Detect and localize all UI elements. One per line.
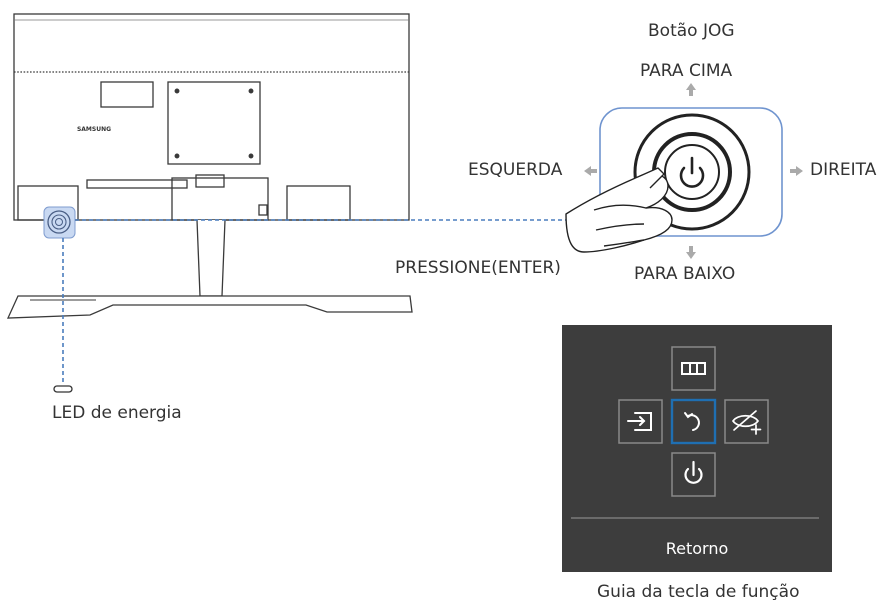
eye-saver-icon xyxy=(731,410,762,435)
function-guide-caption: Guia da tecla de função xyxy=(597,582,800,602)
arrow-down-icon xyxy=(686,246,696,259)
monitor-stand xyxy=(6,219,413,319)
jog-up-label: PARA CIMA xyxy=(640,61,733,81)
eye-saver-key[interactable] xyxy=(724,399,769,444)
monitor-back xyxy=(13,13,410,221)
arrow-left-icon xyxy=(584,166,597,176)
return-key[interactable] xyxy=(670,398,717,445)
jog-title: Botão JOG xyxy=(648,21,735,41)
menu-icon xyxy=(681,362,706,375)
power-key[interactable] xyxy=(671,452,716,497)
jog-power-icon xyxy=(679,156,705,188)
function-guide-selected-label: Retorno xyxy=(666,539,729,558)
jog-press-label: PRESSIONE(ENTER) xyxy=(395,258,561,278)
power-led-label: LED de energia xyxy=(52,403,182,423)
arrow-right-icon xyxy=(790,166,803,176)
power-icon xyxy=(684,460,703,484)
input-source-key[interactable] xyxy=(618,399,663,444)
menu-key[interactable] xyxy=(671,346,716,391)
return-icon xyxy=(684,412,700,431)
arrow-up-icon xyxy=(686,83,696,96)
power-led-icon xyxy=(53,385,73,393)
jog-left-label: ESQUERDA xyxy=(468,160,563,180)
monitor-brand: SAMSUNG xyxy=(77,126,111,133)
jog-right-label: DIREITA xyxy=(810,160,877,180)
jog-down-label: PARA BAIXO xyxy=(634,264,736,284)
hand-icon xyxy=(565,167,673,253)
input-source-icon xyxy=(627,412,652,431)
